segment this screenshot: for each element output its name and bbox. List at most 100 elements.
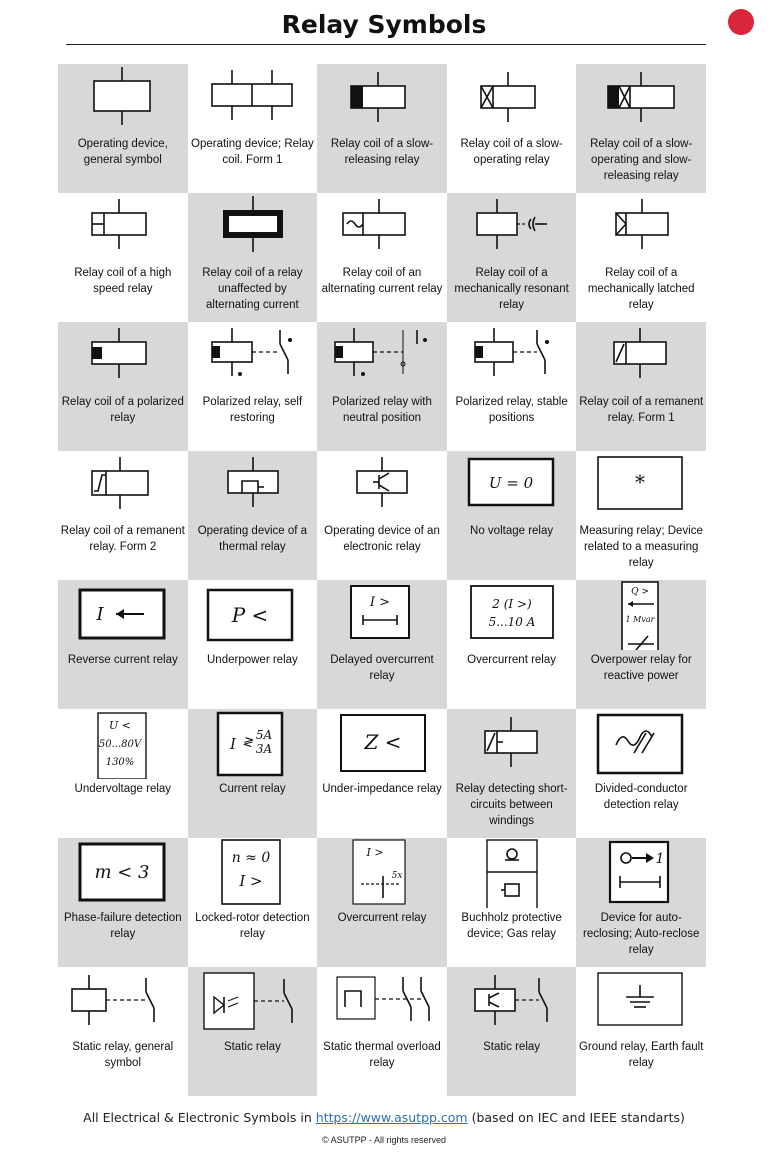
- svg-text:U <: U <: [109, 719, 131, 732]
- symbol-label: Ground relay, Earth fault relay: [578, 1039, 704, 1094]
- svg-text:Z <: Z <: [364, 730, 402, 754]
- svg-text:1 Mvar: 1 Mvar: [626, 615, 656, 624]
- symbol-cell: Polarized relay, stable positions: [446, 322, 577, 451]
- under-impedance-icon: Z <: [317, 709, 447, 779]
- footer-link[interactable]: https://www.asutpp.com: [315, 1110, 468, 1125]
- symbol-cell: Ground relay, Earth fault relay: [576, 967, 706, 1096]
- symbol-label: Buchholz protective device; Gas relay: [449, 910, 575, 965]
- title-rule: [66, 44, 706, 45]
- symbol-label: Relay coil of a polarized relay: [60, 394, 186, 449]
- svg-text:I >: I >: [369, 595, 390, 610]
- coil-slow-release-icon: [317, 64, 447, 134]
- symbol-label: Under-impedance relay: [319, 781, 445, 836]
- symbol-label: Static relay, general symbol: [60, 1039, 186, 1094]
- symbol-cell: n ≈ 0 I > Locked-rotor detection relay: [187, 838, 318, 967]
- symbol-label: Polarized relay with neutral position: [319, 394, 445, 449]
- symbol-label-text: Delayed overcurrent relay: [330, 654, 434, 682]
- symbol-cell: Relay coil of a remanent relay. Form 2: [58, 451, 188, 580]
- symbol-label-text: Overcurrent relay: [467, 654, 557, 666]
- symbol-cell: Operating device; Relay coil. Form 1: [187, 64, 318, 193]
- coil-slow-both-icon: [576, 64, 706, 134]
- symbol-cell: Relay coil of a polarized relay: [58, 322, 188, 451]
- symbol-label: Relay coil of a remanent relay. Form 1: [578, 394, 704, 449]
- polarized-stable-icon: [447, 322, 577, 392]
- svg-text:2 (I >): 2 (I >): [491, 597, 532, 611]
- symbol-cell: 2 (I >)5...10 A Overcurrent relay: [446, 580, 577, 709]
- symbol-cell: P <Underpower relay: [187, 580, 318, 709]
- symbol-label: Relay coil of a slow-releasing relay: [319, 136, 445, 191]
- symbol-label: Operating device of an electronic relay: [319, 523, 445, 578]
- symbol-label: Undervoltage relay: [60, 781, 186, 836]
- symbol-label-text: Current relay: [219, 783, 286, 795]
- coil-ac-immune-icon: [188, 193, 318, 263]
- symbol-label: Operating device of a thermal relay: [190, 523, 316, 578]
- symbol-label: Measuring relay; Device related to a mea…: [578, 523, 704, 578]
- symbol-label-text: Static relay: [483, 1041, 541, 1053]
- symbol-label: Relay coil of a mechanically resonant re…: [449, 265, 575, 320]
- overcurrent-icon: 2 (I >)5...10 A: [447, 580, 577, 650]
- symbol-label: Relay coil of a remanent relay. Form 2: [60, 523, 186, 578]
- page-title: Relay Symbols: [281, 10, 487, 39]
- symbol-cell: Relay coil of an alternating current rel…: [317, 193, 447, 322]
- ground-relay-icon: [576, 967, 706, 1037]
- symbol-label-text: Operating device, general symbol: [77, 138, 168, 166]
- symbol-label: Delayed overcurrent relay: [319, 652, 445, 707]
- svg-text:I >: I >: [238, 872, 262, 890]
- symbol-label: Polarized relay, self restoring: [190, 394, 316, 449]
- symbol-label-text: Ground relay, Earth fault relay: [578, 1041, 704, 1069]
- coil-remanent-1-icon: [576, 322, 706, 392]
- polarized-self-restoring-icon: [188, 322, 318, 392]
- svg-text:50...80V: 50...80V: [99, 739, 143, 750]
- no-voltage-icon: U = 0: [447, 451, 577, 521]
- buchholz-icon: [447, 838, 577, 908]
- symbol-label: Relay detecting short-circuits between w…: [449, 781, 575, 836]
- reverse-current-icon: I: [58, 580, 188, 650]
- svg-text:n ≈ 0: n ≈ 0: [231, 850, 270, 866]
- symbol-label: No voltage relay: [449, 523, 575, 578]
- footer-prefix: All Electrical & Electronic Symbols in: [83, 1110, 316, 1125]
- symbol-label-text: Divided-conductor detection relay: [594, 783, 688, 811]
- symbol-label-text: Relay coil of a slow-operating relay: [460, 138, 563, 166]
- symbol-cell: Relay coil of a slow-releasing relay: [317, 64, 447, 193]
- svg-text:5A: 5A: [255, 728, 272, 742]
- symbol-label: Relay coil of a slow-operating relay: [449, 136, 575, 191]
- short-circuit-windings-icon: [447, 709, 577, 779]
- symbol-cell: Operating device of an electronic relay: [317, 451, 447, 580]
- symbol-label-text: Relay coil of a remanent relay. Form 1: [579, 396, 704, 424]
- copyright: © ASUTPP - All rights reserved: [321, 1135, 446, 1145]
- delayed-overcurrent-icon: I >: [317, 580, 447, 650]
- symbol-label-text: Underpower relay: [207, 654, 298, 666]
- symbol-label-text: Relay coil of a slow-releasing relay: [330, 138, 434, 166]
- locked-rotor-icon: n ≈ 0 I >: [188, 838, 318, 908]
- symbol-label-text: Overcurrent relay: [337, 912, 427, 924]
- svg-text:Q >: Q >: [632, 587, 650, 597]
- symbol-label: Relay coil of a relay unaffected by alte…: [190, 265, 316, 320]
- symbol-cell: Relay coil of a mechanically latched rel…: [576, 193, 706, 322]
- logo[interactable]: [728, 9, 754, 35]
- coil-high-speed-icon: [58, 193, 188, 263]
- measuring-icon: *: [576, 451, 706, 521]
- symbol-label-text: Static relay: [223, 1041, 281, 1053]
- symbol-cell: Polarized relay with neutral position: [317, 322, 447, 451]
- auto-reclose-icon: 1: [576, 838, 706, 908]
- symbol-label-text: Operating device of a thermal relay: [197, 525, 308, 553]
- symbol-label: Divided-conductor detection relay: [578, 781, 704, 836]
- static-relay-2-icon: [447, 967, 577, 1037]
- divided-conductor-icon: [576, 709, 706, 779]
- symbol-cell: Static relay: [187, 967, 318, 1096]
- symbol-label: Static thermal overload relay: [319, 1039, 445, 1094]
- symbol-label: Relay coil of a mechanically latched rel…: [578, 265, 704, 320]
- svg-text:130%: 130%: [106, 757, 135, 768]
- svg-text:1: 1: [656, 851, 665, 867]
- symbol-label: Relay coil of an alternating current rel…: [319, 265, 445, 320]
- symbol-label: Reverse current relay: [60, 652, 186, 707]
- symbol-label: Locked-rotor detection relay: [190, 910, 316, 965]
- svg-text:I: I: [229, 735, 237, 753]
- svg-text:5x: 5x: [392, 871, 403, 881]
- symbol-cell: Operating device, general symbol: [58, 64, 188, 193]
- symbol-cell: Static relay, general symbol: [58, 967, 188, 1096]
